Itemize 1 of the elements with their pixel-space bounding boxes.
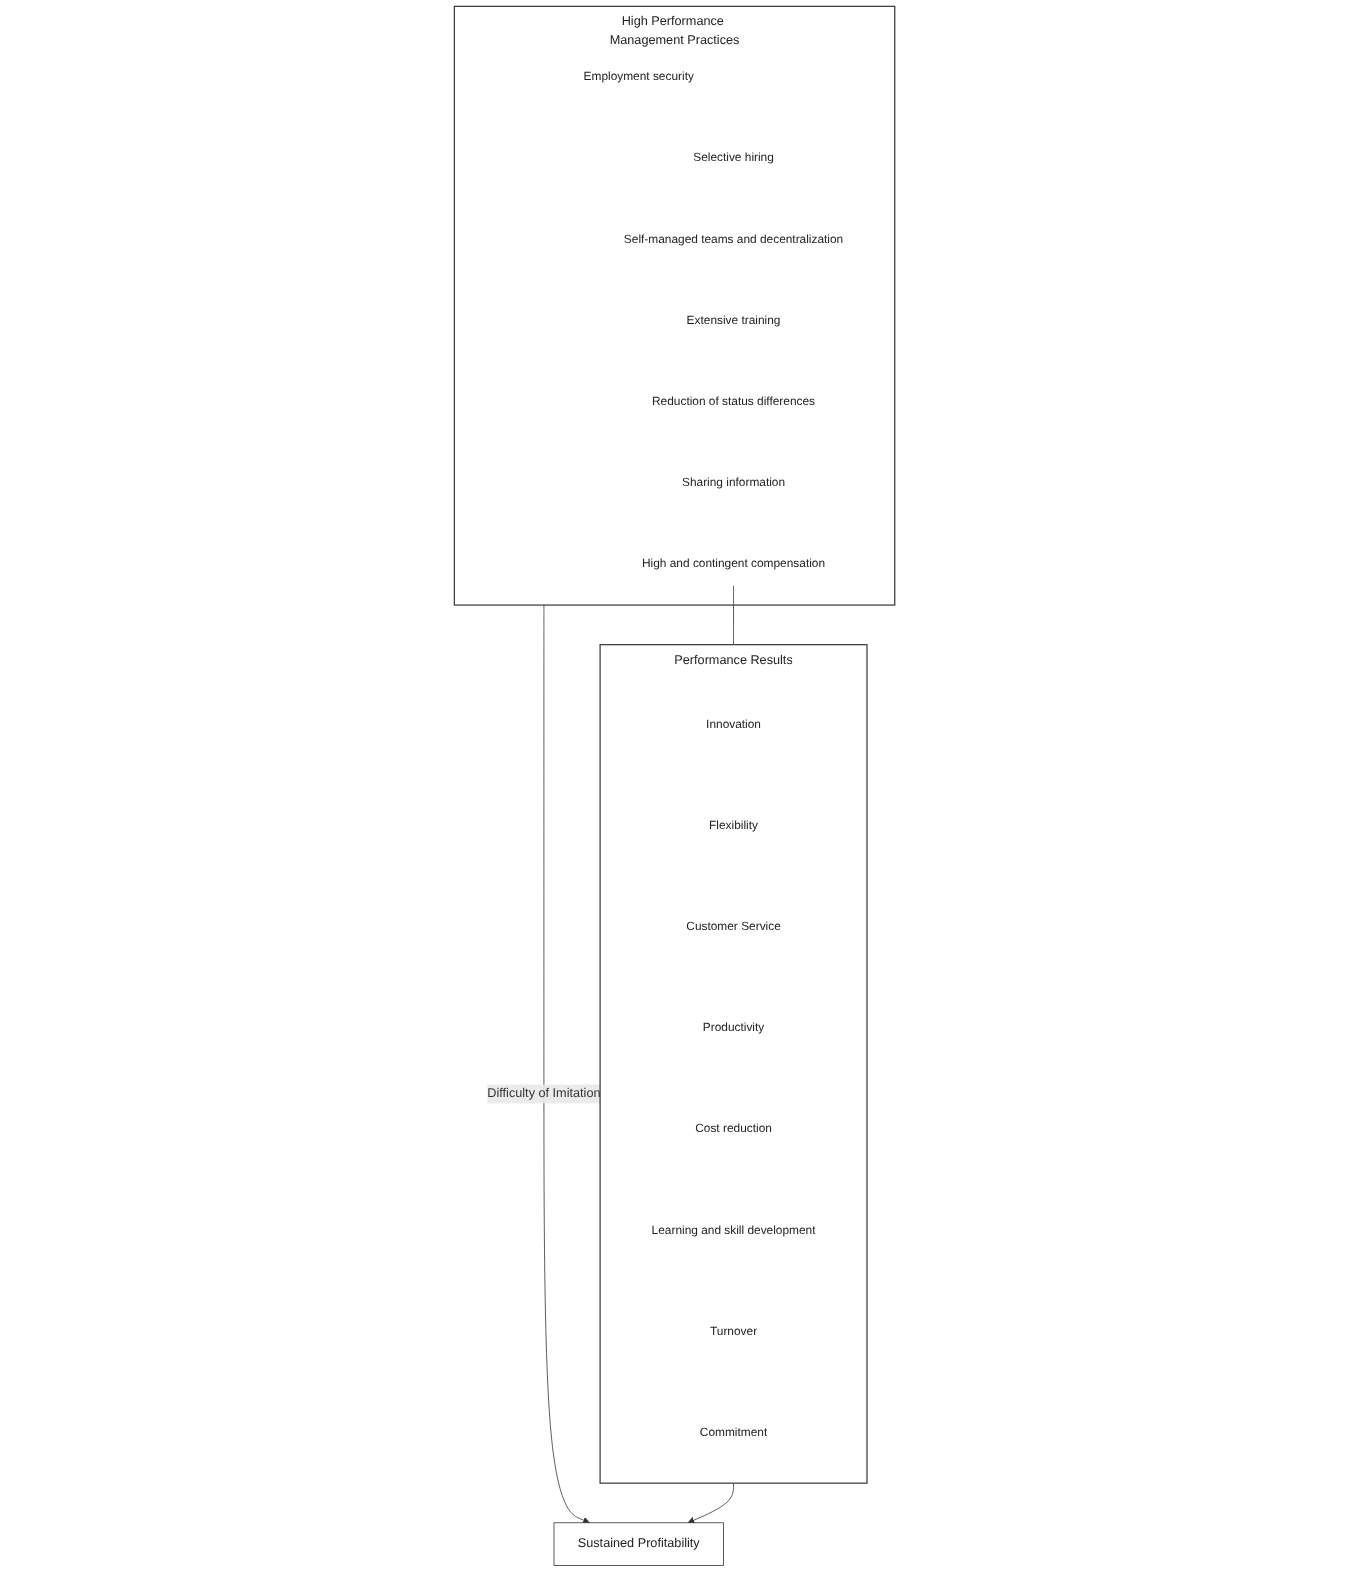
connector <box>732 584 734 646</box>
